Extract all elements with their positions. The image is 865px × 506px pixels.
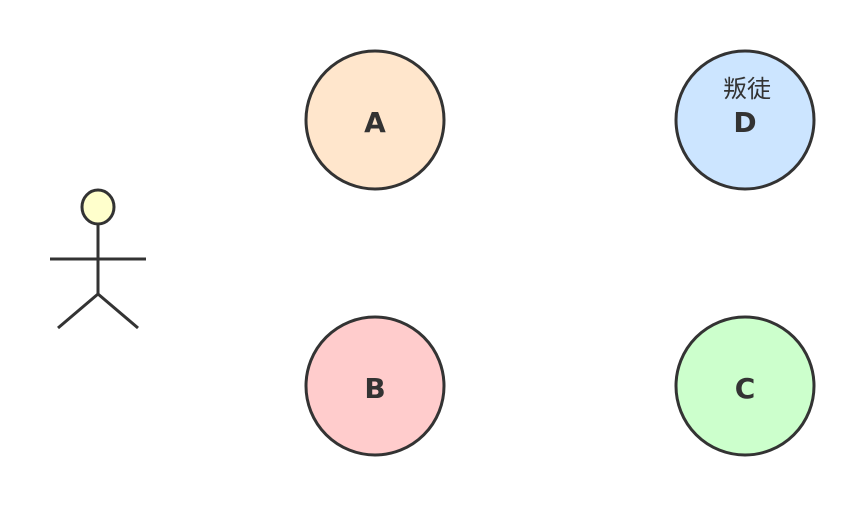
node-a-circle bbox=[304, 49, 446, 191]
node-b: B bbox=[304, 315, 446, 457]
node-d-circle bbox=[674, 49, 816, 191]
node-c-circle bbox=[674, 315, 816, 457]
node-a: A bbox=[304, 49, 446, 191]
stick-figure-actor-icon bbox=[50, 188, 146, 330]
actor-left-leg bbox=[57, 292, 99, 330]
node-b-circle bbox=[304, 315, 446, 457]
node-d-label: D bbox=[733, 106, 756, 139]
node-a-label: A bbox=[364, 106, 386, 139]
node-c: C bbox=[674, 315, 816, 457]
node-b-label: B bbox=[364, 372, 385, 405]
actor-head bbox=[80, 188, 116, 226]
actor-right-leg bbox=[97, 292, 139, 330]
node-c-label: C bbox=[735, 372, 756, 405]
node-d: 叛徒 D bbox=[674, 49, 816, 191]
node-d-caption: 叛徒 bbox=[723, 75, 771, 103]
